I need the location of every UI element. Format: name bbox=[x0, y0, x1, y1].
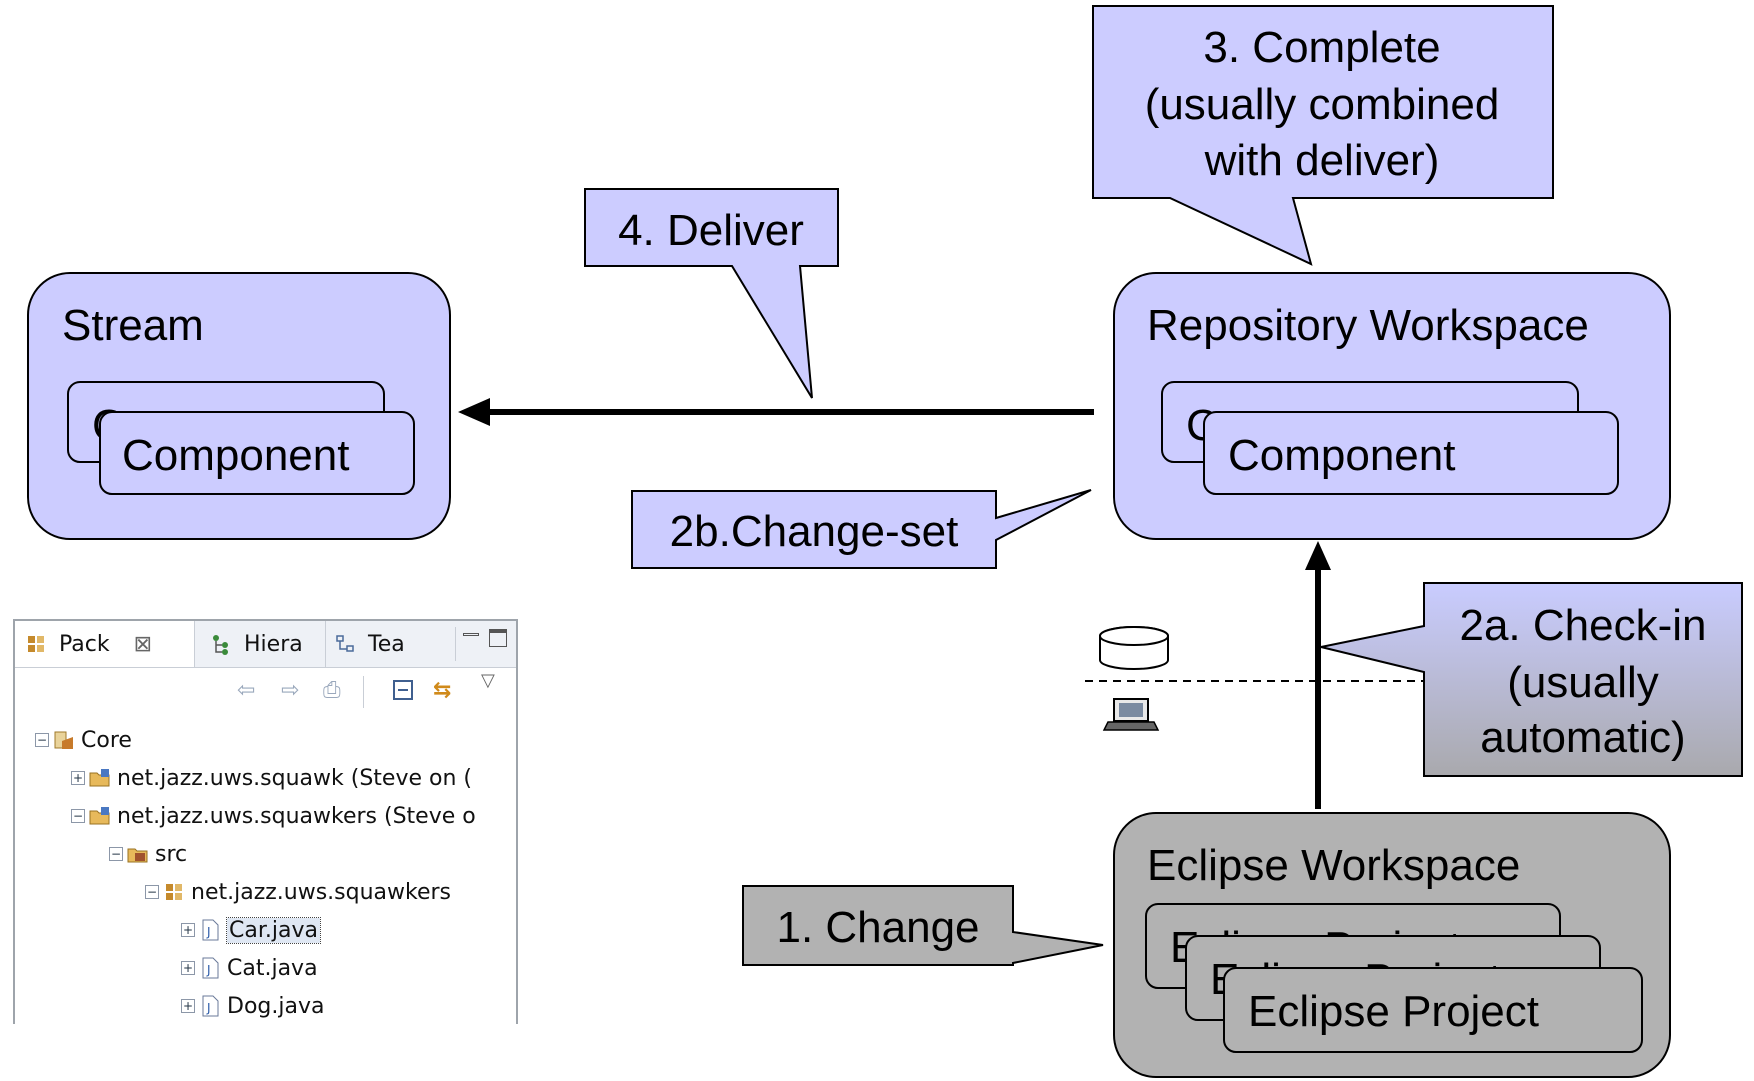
package-icon bbox=[166, 884, 182, 900]
java-file-icon: J bbox=[202, 957, 219, 979]
callout-change: 1. Change bbox=[742, 885, 1104, 966]
back-arrow-icon[interactable]: ⇦ bbox=[237, 678, 256, 703]
callout-complete-line3: with deliver) bbox=[1204, 136, 1440, 185]
collapse-toggle-icon[interactable]: − bbox=[71, 809, 85, 823]
eclipse-workspace-node: Eclipse Workspace Eclipse Project Eclips… bbox=[1113, 812, 1671, 1078]
package-icon bbox=[28, 636, 44, 652]
expand-toggle-icon[interactable]: + bbox=[181, 961, 195, 975]
team-icon bbox=[336, 635, 354, 652]
callout-changeset: 2b.Change-set bbox=[631, 489, 1092, 569]
callout-complete-line2: (usually combined bbox=[1145, 80, 1500, 129]
tree-label: Core bbox=[81, 727, 132, 753]
tree-row-dog-java[interactable]: + J Dog.java bbox=[181, 989, 324, 1023]
laptop-icon bbox=[1102, 698, 1160, 731]
callout-checkin-line3: automatic) bbox=[1480, 713, 1685, 762]
tree-row-squawkers[interactable]: − net.jazz.uws.squawkers (Steve o bbox=[71, 799, 476, 833]
forward-arrow-icon[interactable]: ⇨ bbox=[281, 678, 300, 703]
callout-checkin-line1: 2a. Check-in bbox=[1459, 601, 1706, 650]
tree-row-package[interactable]: − net.jazz.uws.squawkers bbox=[145, 875, 451, 909]
tab-hierarchy-label: Hiera bbox=[244, 631, 303, 657]
callout-complete-line1: 3. Complete bbox=[1203, 23, 1440, 72]
tree-row-squawk[interactable]: + net.jazz.uws.squawk (Steve on ( bbox=[71, 761, 472, 795]
svg-text:J: J bbox=[206, 963, 211, 977]
link-with-editor-icon[interactable]: ⇆ bbox=[433, 678, 452, 703]
project-folder-icon bbox=[89, 769, 110, 787]
view-toolbar: ⇦ ⇨ ⎙ ⇆ ▽ bbox=[15, 668, 516, 714]
tree-label: Car.java bbox=[226, 916, 321, 944]
svg-text:J: J bbox=[206, 1001, 211, 1015]
callout-deliver: 4. Deliver bbox=[584, 188, 839, 399]
tree-label: src bbox=[155, 841, 188, 867]
tree-row-car-java[interactable]: + J Car.java bbox=[181, 913, 321, 947]
stream-node: Stream Component Component bbox=[27, 272, 451, 540]
tab-team-label: Tea bbox=[368, 631, 405, 657]
source-folder-icon bbox=[127, 848, 148, 863]
tab-hierarchy[interactable]: Hiera bbox=[210, 621, 303, 667]
package-explorer-panel: Pack ⊠ Hiera Tea ⇦ ⇨ ⎙ ⇆ bbox=[13, 619, 518, 1024]
tree-label: Cat.java bbox=[227, 955, 318, 981]
tree-label: Dog.java bbox=[227, 993, 325, 1019]
callout-changeset-label: 2b.Change-set bbox=[670, 507, 959, 556]
checkin-arrow bbox=[1305, 541, 1331, 809]
toolbar-divider bbox=[363, 676, 364, 708]
tab-package-label: Pack bbox=[59, 631, 110, 657]
stream-component-front-label: Component bbox=[122, 431, 349, 480]
repository-title: Repository Workspace bbox=[1147, 301, 1589, 350]
database-icon bbox=[1099, 626, 1169, 670]
stream-title: Stream bbox=[62, 301, 204, 350]
close-icon[interactable]: ⊠ bbox=[133, 631, 153, 657]
maximize-icon[interactable] bbox=[489, 629, 507, 647]
callout-complete: 3. Complete (usually combined with deliv… bbox=[1092, 5, 1554, 266]
hierarchy-icon bbox=[213, 635, 228, 655]
view-menu-icon[interactable]: ▽ bbox=[481, 670, 495, 691]
tree-label: net.jazz.uws.squawkers (Steve o bbox=[117, 803, 476, 829]
eclipse-project-3 bbox=[1223, 967, 1643, 1053]
tab-divider bbox=[455, 627, 456, 661]
expand-toggle-icon[interactable]: + bbox=[181, 999, 195, 1013]
tree-row-src[interactable]: − src bbox=[109, 837, 187, 871]
project-folder-icon bbox=[89, 807, 110, 825]
java-file-icon: J bbox=[202, 995, 219, 1017]
tree-row-cat-java[interactable]: + J Cat.java bbox=[181, 951, 318, 985]
collapse-toggle-icon[interactable]: − bbox=[145, 885, 159, 899]
tree-label: net.jazz.uws.squawkers bbox=[191, 879, 452, 905]
collapse-toggle-icon[interactable]: − bbox=[35, 733, 49, 747]
repository-component-front bbox=[1203, 411, 1619, 495]
svg-text:J: J bbox=[206, 925, 211, 939]
callout-checkin-line2: (usually bbox=[1507, 658, 1659, 707]
callout-deliver-label: 4. Deliver bbox=[618, 206, 804, 255]
deliver-arrow bbox=[458, 398, 1094, 426]
view-tab-bar: Pack ⊠ Hiera Tea bbox=[15, 621, 516, 668]
repository-component-front-label: Component bbox=[1228, 431, 1455, 480]
tree-label: net.jazz.uws.squawk (Steve on ( bbox=[117, 765, 472, 791]
tab-package-explorer[interactable]: Pack ⊠ bbox=[15, 621, 195, 667]
eclipse-project-3-label: Eclipse Project bbox=[1248, 987, 1539, 1036]
callout-checkin: 2a. Check-in (usually automatic) bbox=[1320, 582, 1743, 777]
java-file-icon: J bbox=[202, 919, 219, 941]
callout-change-label: 1. Change bbox=[776, 903, 979, 952]
repository-icon bbox=[54, 731, 73, 749]
collapse-all-icon[interactable] bbox=[393, 680, 413, 700]
collapse-toggle-icon[interactable]: − bbox=[109, 847, 123, 861]
minimize-icon[interactable] bbox=[463, 633, 479, 636]
eclipse-title: Eclipse Workspace bbox=[1147, 841, 1520, 890]
expand-toggle-icon[interactable]: + bbox=[181, 923, 195, 937]
tree-row-core[interactable]: − Core bbox=[35, 723, 132, 757]
repository-workspace-node: Repository Workspace Component Component bbox=[1113, 272, 1671, 540]
expand-toggle-icon[interactable]: + bbox=[71, 771, 85, 785]
tab-team[interactable]: Tea bbox=[325, 621, 405, 667]
stream-component-front bbox=[99, 411, 415, 495]
up-folder-icon[interactable]: ⎙ bbox=[323, 678, 341, 703]
